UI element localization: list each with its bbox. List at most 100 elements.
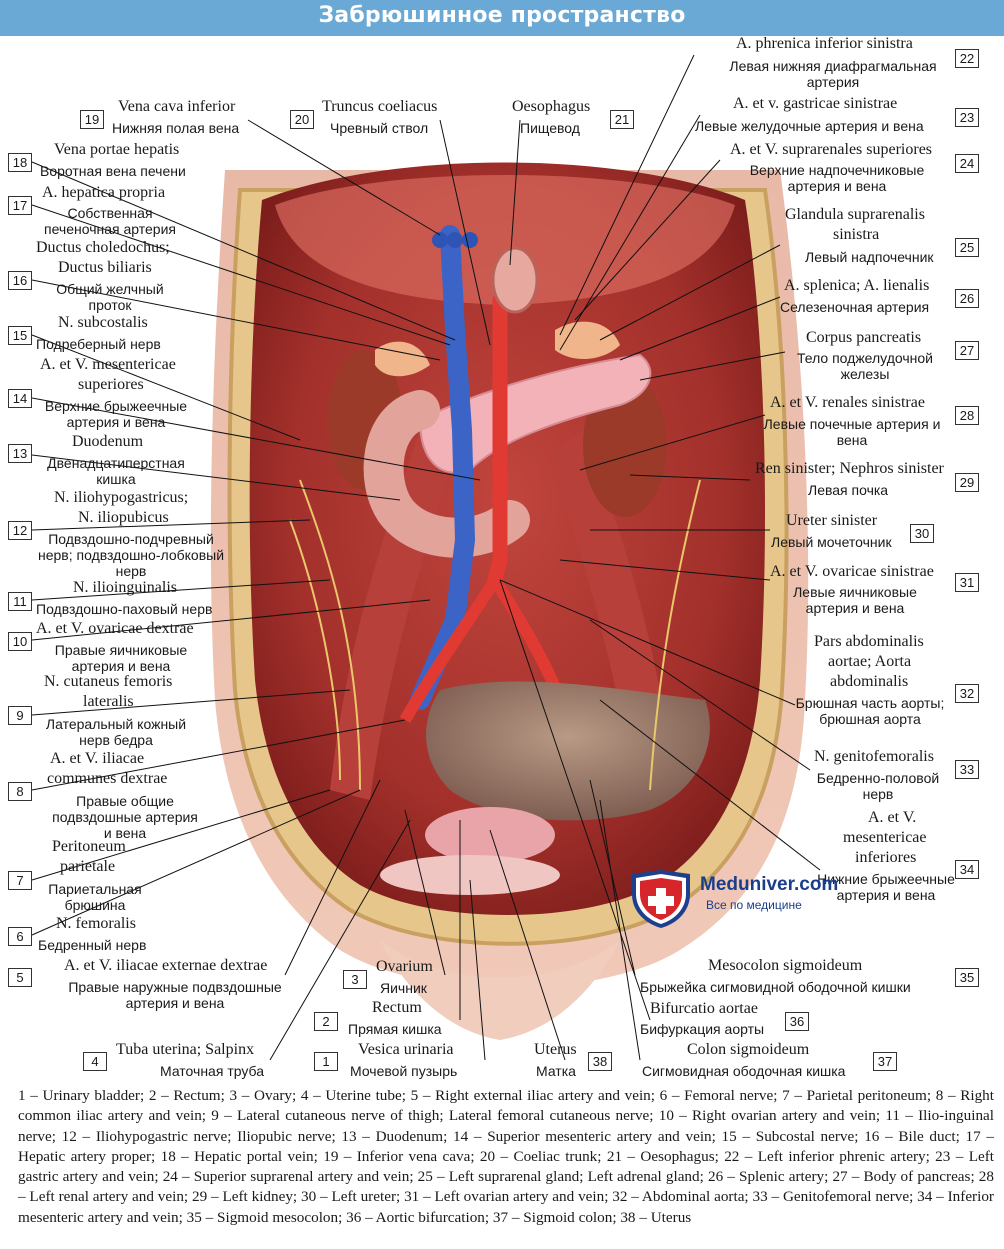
- label-number: 25: [955, 238, 979, 257]
- label-number: 11: [8, 592, 32, 611]
- aorta: [487, 292, 508, 588]
- label-number: 38: [588, 1052, 612, 1071]
- anatomy-illustration: [31, 54, 821, 1061]
- label-number: 15: [8, 326, 32, 345]
- label-latin: N. cutaneus femoris: [44, 673, 173, 690]
- bladder: [380, 855, 560, 895]
- label-number: 24: [955, 154, 979, 173]
- label-latin: Oesophagus: [512, 98, 591, 115]
- label-latin: Vesica urinaria: [358, 1041, 454, 1058]
- label-latin: N. iliohypogastricus;: [54, 489, 189, 506]
- logo-subtitle: Все по медицине: [706, 898, 802, 912]
- label-russian: Нижняя полая вена: [112, 120, 240, 136]
- label-number: 22: [955, 49, 979, 68]
- label-latin: Vena portae hepatis: [54, 141, 180, 158]
- label-russian: Париетальная брюшина: [48, 881, 142, 913]
- meduniver-logo[interactable]: Meduniver.com Все по медицине: [628, 868, 868, 928]
- label-russian: Общий желчный проток: [56, 281, 164, 313]
- label-russian: Пищевод: [520, 120, 580, 136]
- label-latin: Vena cava inferior: [118, 98, 236, 115]
- label-russian: Тело поджелудочной железы: [797, 350, 933, 382]
- label-number: 5: [8, 968, 32, 987]
- label-number: 30: [910, 524, 934, 543]
- label-number: 19: [80, 110, 104, 129]
- logo-title: Meduniver.com: [700, 874, 839, 895]
- label-latin: A. et V. mesentericae: [40, 356, 176, 373]
- label-russian: Левый надпочечник: [805, 249, 934, 265]
- label-number: 26: [955, 289, 979, 308]
- label-number: 33: [955, 760, 979, 779]
- pubic-region: [380, 940, 620, 1040]
- title-bar: Забрюшинное пространство: [0, 0, 1004, 36]
- label-russian: Мочевой пузырь: [350, 1063, 458, 1079]
- label-latin: A. et V. iliacae: [50, 750, 145, 767]
- label-latin: mesentericae: [843, 829, 927, 846]
- label-number: 6: [8, 927, 32, 946]
- label-russian: Матка: [536, 1063, 576, 1079]
- label-number: 7: [8, 871, 32, 890]
- label-number: 13: [8, 444, 32, 463]
- label-number: 32: [955, 684, 979, 703]
- label-latin: parietale: [60, 858, 116, 875]
- diaphragm: [275, 175, 735, 305]
- label-latin: A. splenica; A. lienalis: [784, 277, 930, 294]
- label-russian: Двенадцатиперстная кишка: [47, 455, 185, 487]
- label-latin: A. et V. iliacae externae dextrae: [64, 957, 268, 974]
- label-latin: Bifurcatio aortae: [650, 1000, 758, 1017]
- label-latin: Truncus coeliacus: [322, 98, 438, 115]
- label-russian: Подреберный нерв: [36, 336, 161, 352]
- label-latin: aortae; Aorta: [828, 653, 912, 670]
- label-latin: A. et V. ovaricae dextrae: [36, 620, 194, 637]
- label-latin: N. iliopubicus: [78, 509, 169, 526]
- label-russian: Сигмовидная ободочная кишка: [642, 1063, 846, 1079]
- label-number: 10: [8, 632, 32, 651]
- label-number: 21: [610, 110, 634, 129]
- label-russian: Чревный ствол: [330, 120, 429, 136]
- label-number: 18: [8, 153, 32, 172]
- label-russian: Левый мочеточник: [771, 534, 892, 550]
- label-latin: Tuba uterina; Salpinx: [116, 1041, 255, 1058]
- label-latin: Pars abdominalis: [814, 633, 924, 650]
- label-number: 36: [785, 1012, 809, 1031]
- label-latin: A. et V. renales sinistrae: [770, 394, 925, 411]
- label-russian: Подвздошно-паховый нерв: [36, 601, 213, 617]
- label-russian: Подвздошно-подчревный нерв; подвздошно-л…: [37, 531, 225, 579]
- label-latin: A. hepatica propria: [42, 184, 166, 201]
- label-russian: Воротная вена печени: [40, 163, 186, 179]
- label-russian: Левые желудочные артерия и вена: [695, 118, 924, 134]
- label-number: 12: [8, 521, 32, 540]
- labels-layer: 19 Vena cava inferior Нижняя полая вена …: [8, 36, 979, 1079]
- shield-icon: [632, 870, 690, 928]
- label-number: 27: [955, 341, 979, 360]
- label-number: 4: [83, 1052, 107, 1071]
- label-latin: Ren sinister; Nephros sinister: [755, 460, 944, 477]
- label-latin: A. et V.: [868, 809, 917, 826]
- legend-caption: 1 – Urinary bladder; 2 – Rectum; 3 – Ova…: [18, 1087, 994, 1226]
- label-russian: Бедренно-половой нерв: [816, 770, 940, 802]
- label-russian: Левая почка: [808, 482, 889, 498]
- page-title: Забрюшинное пространство: [318, 3, 686, 28]
- label-number: 28: [955, 406, 979, 425]
- label-russian: Верхние брыжеечные артерия и вена: [44, 398, 188, 430]
- label-number: 1: [314, 1052, 338, 1071]
- oesophagus: [491, 246, 539, 314]
- label-latin: Duodenum: [72, 433, 144, 450]
- label-russian: Нижние брыжеечные артерия и вена: [817, 871, 955, 903]
- label-latin: Corpus pancreatis: [806, 329, 922, 346]
- label-russian: Верхние надпочечниковые артерия и вена: [749, 162, 925, 194]
- label-number: 9: [8, 706, 32, 725]
- label-number: 29: [955, 473, 979, 492]
- label-latin: Mesocolon sigmoideum: [708, 957, 863, 974]
- leader-lines: [31, 54, 821, 1061]
- label-russian: Бифуркация аорты: [640, 1021, 765, 1037]
- ivc: [410, 225, 476, 710]
- label-latin: Colon sigmoideum: [687, 1041, 810, 1058]
- label-latin: N. ilioinguinalis: [73, 579, 177, 596]
- label-russian: Латеральный кожный нерв бедра: [45, 716, 187, 748]
- iliac-right: [399, 576, 501, 724]
- label-latin: Rectum: [372, 999, 422, 1016]
- label-number: 34: [955, 860, 979, 879]
- label-latin: sinistra: [833, 226, 880, 243]
- label-number: 14: [8, 389, 32, 408]
- label-number: 31: [955, 573, 979, 592]
